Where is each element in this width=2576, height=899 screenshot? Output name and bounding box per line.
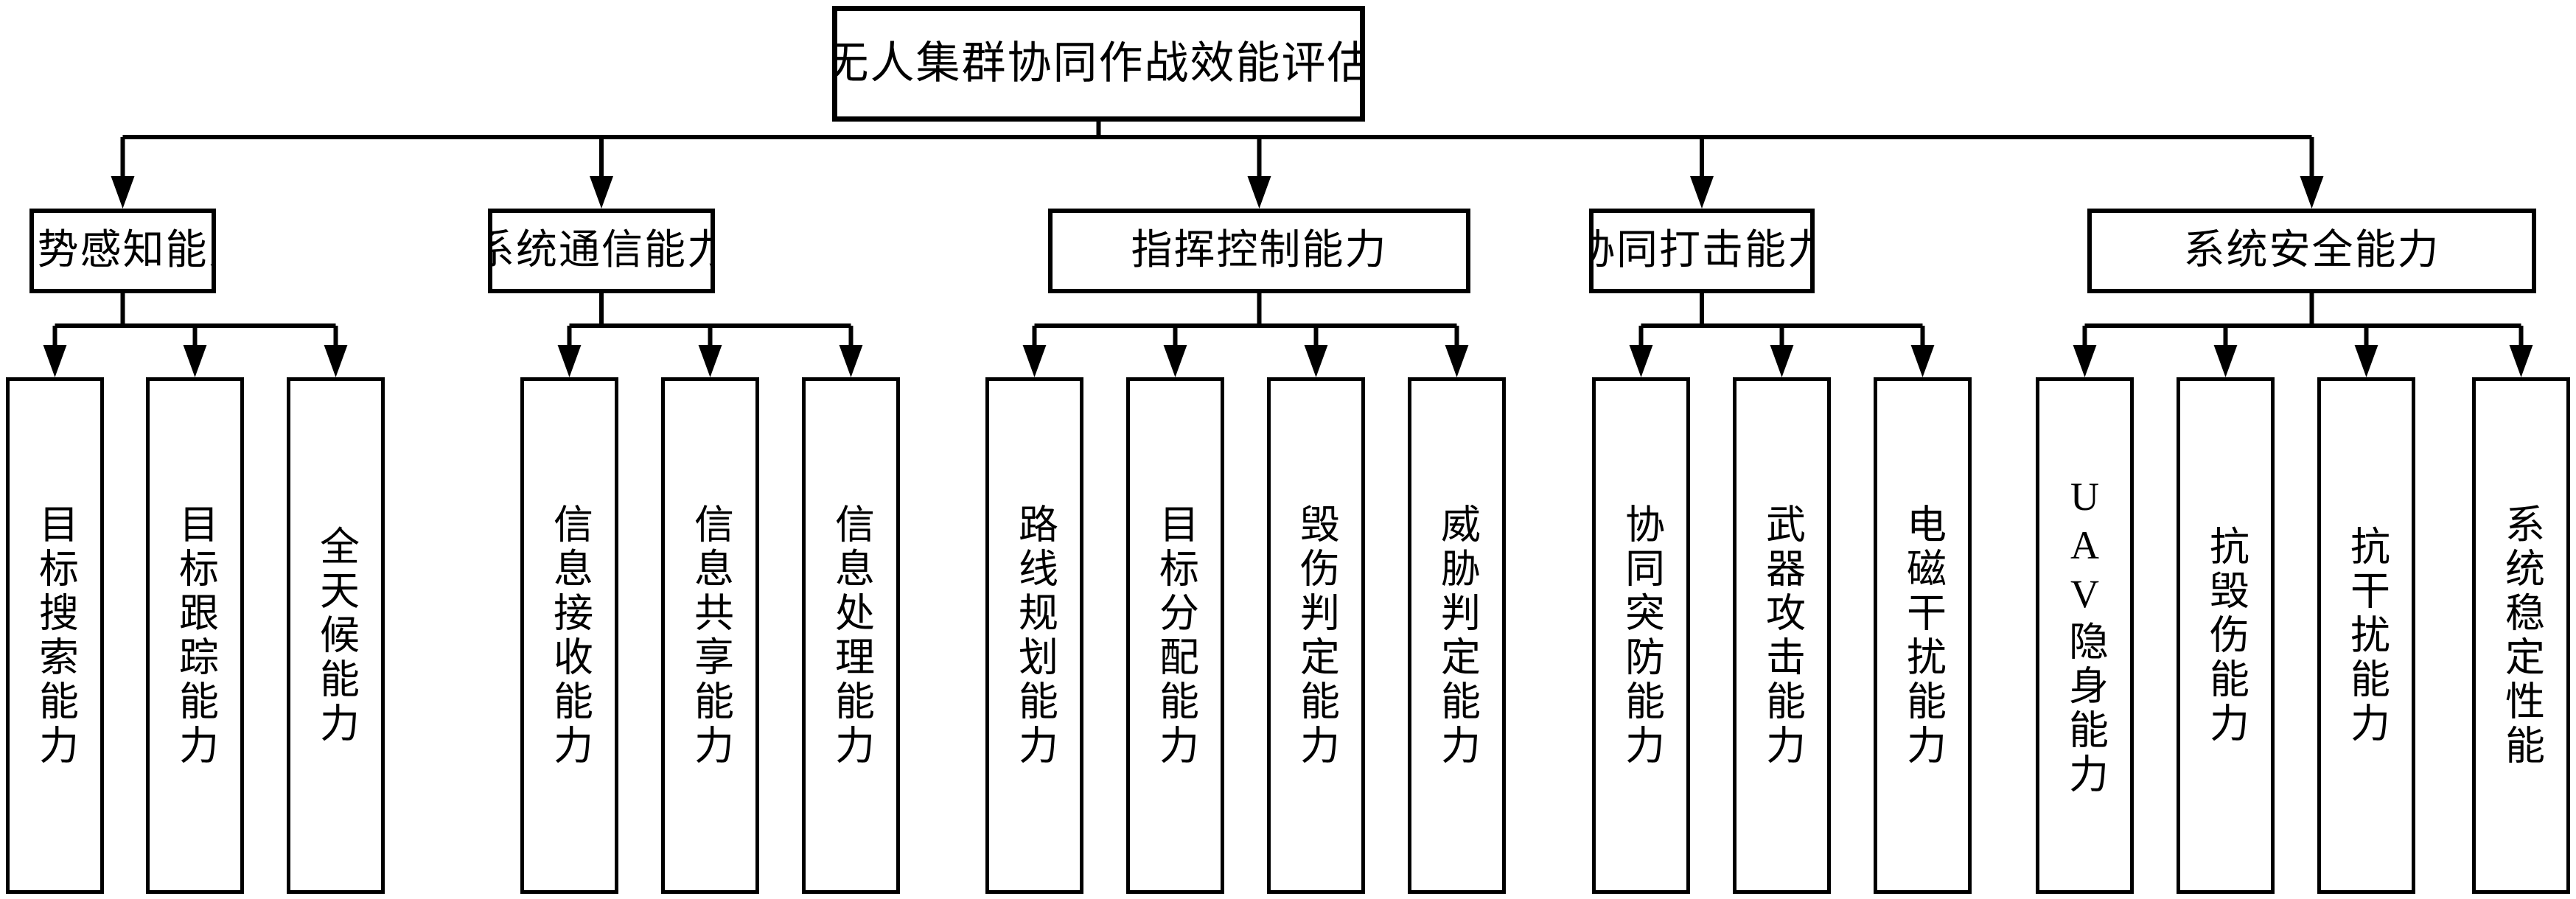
leaf-node-4-3-label: 系统稳定性能 bbox=[2499, 503, 2544, 769]
leaf-node-1-2-label: 信息处理能力 bbox=[828, 503, 873, 769]
branch-arrowhead-0 bbox=[111, 176, 135, 209]
root-node[interactable]: 陆空无人集群协同作战效能评估指标 bbox=[832, 6, 1365, 122]
leaf-node-1-1[interactable]: 信息共享能力 bbox=[661, 377, 759, 894]
leaf-arrowhead-0-0 bbox=[43, 345, 67, 377]
leaf-arrowhead-1-0 bbox=[557, 345, 582, 377]
leaf-node-4-3[interactable]: 系统稳定性能 bbox=[2472, 377, 2570, 894]
leaf-node-3-2[interactable]: 电磁干扰能力 bbox=[1874, 377, 1972, 894]
leaf-node-0-0-label: 目标搜索能力 bbox=[32, 503, 77, 769]
leaf-node-1-0[interactable]: 信息接收能力 bbox=[520, 377, 618, 894]
leaf-node-1-2[interactable]: 信息处理能力 bbox=[802, 377, 900, 894]
leaf-arrowhead-2-1 bbox=[1163, 345, 1187, 377]
branch-node-2-label: 指挥控制能力 bbox=[1131, 228, 1388, 274]
branch-node-3-label: 协同打击能力 bbox=[1594, 228, 1810, 274]
leaf-node-4-1-label: 抗毁伤能力 bbox=[2203, 525, 2248, 746]
leaf-arrowhead-0-2 bbox=[324, 345, 348, 377]
leaf-arrowhead-1-1 bbox=[698, 345, 722, 377]
leaf-arrowhead-4-2 bbox=[2354, 345, 2378, 377]
leaf-node-4-0-label: UAV隐身能力 bbox=[2062, 474, 2107, 797]
leaf-node-2-3[interactable]: 威胁判定能力 bbox=[1408, 377, 1506, 894]
leaf-node-0-1-label: 目标跟踪能力 bbox=[172, 503, 217, 769]
leaf-arrowhead-4-0 bbox=[2073, 345, 2097, 377]
leaf-node-0-2-label: 全天候能力 bbox=[313, 525, 358, 746]
branch-node-4[interactable]: 系统安全能力 bbox=[2087, 209, 2536, 293]
branch-node-4-label: 系统安全能力 bbox=[2183, 228, 2440, 274]
leaf-node-2-0-label: 路线规划能力 bbox=[1012, 503, 1057, 769]
leaf-arrowhead-4-3 bbox=[2509, 345, 2533, 377]
branch-node-1[interactable]: 系统通信能力 bbox=[488, 209, 715, 293]
leaf-node-2-1[interactable]: 目标分配能力 bbox=[1126, 377, 1224, 894]
leaf-arrowhead-2-0 bbox=[1022, 345, 1047, 377]
leaf-node-3-1-label: 武器攻击能力 bbox=[1759, 503, 1804, 769]
branch-node-1-label: 系统通信能力 bbox=[492, 228, 711, 274]
leaf-node-0-2[interactable]: 全天候能力 bbox=[287, 377, 385, 894]
branch-arrowhead-4 bbox=[2300, 176, 2324, 209]
branch-arrowhead-1 bbox=[590, 176, 613, 209]
leaf-arrowhead-2-3 bbox=[1445, 345, 1469, 377]
branch-node-0[interactable]: 态势感知能力 bbox=[29, 209, 216, 293]
leaf-node-1-1-label: 信息共享能力 bbox=[688, 503, 733, 769]
leaf-node-0-0[interactable]: 目标搜索能力 bbox=[6, 377, 104, 894]
branch-node-2[interactable]: 指挥控制能力 bbox=[1048, 209, 1470, 293]
branch-node-0-label: 态势感知能力 bbox=[34, 228, 212, 274]
leaf-node-2-2-label: 毁伤判定能力 bbox=[1294, 503, 1338, 769]
leaf-node-4-1[interactable]: 抗毁伤能力 bbox=[2177, 377, 2275, 894]
leaf-node-3-0[interactable]: 协同突防能力 bbox=[1592, 377, 1690, 894]
leaf-node-2-1-label: 目标分配能力 bbox=[1153, 503, 1198, 769]
leaf-node-2-0[interactable]: 路线规划能力 bbox=[985, 377, 1083, 894]
branch-node-3[interactable]: 协同打击能力 bbox=[1589, 209, 1815, 293]
leaf-node-3-2-label: 电磁干扰能力 bbox=[1900, 503, 1945, 769]
leaf-arrowhead-4-1 bbox=[2213, 345, 2238, 377]
leaf-arrowhead-0-1 bbox=[183, 345, 207, 377]
leaf-arrowhead-3-0 bbox=[1629, 345, 1653, 377]
leaf-node-2-2[interactable]: 毁伤判定能力 bbox=[1267, 377, 1365, 894]
leaf-node-0-1[interactable]: 目标跟踪能力 bbox=[146, 377, 244, 894]
leaf-arrowhead-3-1 bbox=[1770, 345, 1794, 377]
branch-arrowhead-2 bbox=[1247, 176, 1271, 209]
leaf-node-4-2[interactable]: 抗干扰能力 bbox=[2317, 377, 2415, 894]
leaf-node-4-2-label: 抗干扰能力 bbox=[2344, 525, 2389, 746]
root-node-label: 陆空无人集群协同作战效能评估指标 bbox=[832, 39, 1365, 88]
branch-arrowhead-3 bbox=[1690, 176, 1714, 209]
leaf-arrowhead-1-2 bbox=[839, 345, 863, 377]
leaf-node-1-0-label: 信息接收能力 bbox=[547, 503, 592, 769]
leaf-node-4-0[interactable]: UAV隐身能力 bbox=[2036, 377, 2134, 894]
leaf-arrowhead-3-2 bbox=[1910, 345, 1935, 377]
leaf-node-3-1[interactable]: 武器攻击能力 bbox=[1733, 377, 1831, 894]
leaf-arrowhead-2-2 bbox=[1304, 345, 1328, 377]
leaf-node-2-3-label: 威胁判定能力 bbox=[1434, 503, 1479, 769]
leaf-node-3-0-label: 协同突防能力 bbox=[1619, 503, 1664, 769]
